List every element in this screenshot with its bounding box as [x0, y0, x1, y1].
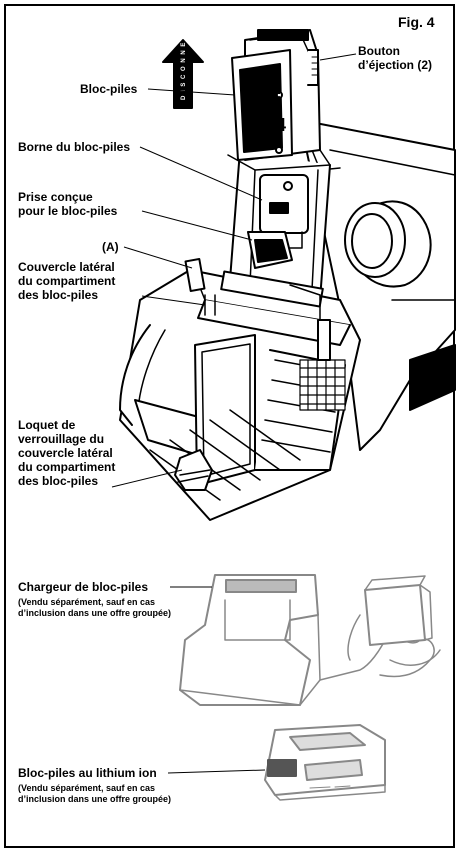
- figure-number: Fig. 4: [398, 14, 435, 30]
- battery-socket: [247, 231, 293, 269]
- battery-pack: [231, 29, 321, 161]
- leader-latch: [111, 469, 183, 488]
- lithium-battery-label: Bloc-piles au lithium ion: [18, 766, 157, 780]
- ejection-button-label: Bouton d’éjection (2): [358, 44, 433, 72]
- side-cover-label: Couvercle latéral du compartiment des bl…: [18, 260, 116, 302]
- leader-terminal: [139, 146, 263, 201]
- leader-marker-a: [123, 246, 193, 269]
- side-cover-compartment: [119, 258, 361, 521]
- battery-pack-label: Bloc-piles: [80, 82, 138, 96]
- battery-socket-label: Prise conçue pour le bloc-piles: [18, 190, 118, 218]
- battery-capacity-marking: 4: [276, 115, 287, 135]
- leader-ejection: [319, 53, 357, 61]
- battery-terminal-label: Borne du bloc-piles: [18, 140, 131, 154]
- disconnect-arrow-icon: [162, 39, 204, 109]
- charger-label: Chargeur de bloc-piles: [18, 580, 149, 594]
- lithium-battery-note: (Vendu séparément, sauf en cas d’inclusi…: [18, 783, 172, 804]
- charger-note: (Vendu séparément, sauf en cas d’inclusi…: [18, 597, 172, 618]
- cover-latch-label: Loquet de verrouillage du couvercle laté…: [18, 418, 116, 488]
- leader-side-cover: [141, 295, 206, 306]
- figure-frame: [4, 4, 455, 848]
- leader-battery-pack: [147, 88, 236, 96]
- leader-lithium: [167, 769, 266, 774]
- vacuum-housing: [299, 119, 456, 451]
- battery-charger: [179, 574, 441, 706]
- leader-socket: [141, 210, 253, 241]
- marker-a-label: (A): [102, 240, 119, 254]
- lithium-battery: [264, 724, 386, 801]
